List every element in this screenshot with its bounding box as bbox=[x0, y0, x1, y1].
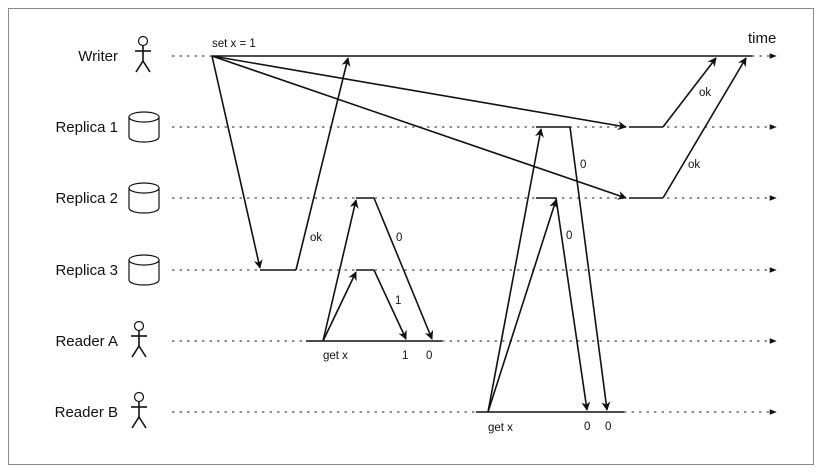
time-label: time bbox=[748, 30, 776, 47]
reader-b-op-label: get x bbox=[488, 422, 513, 434]
reader-a-op-label: get x bbox=[323, 350, 348, 362]
reader-a-request-replica-2 bbox=[322, 199, 359, 342]
ok-label-replica-1: ok bbox=[699, 87, 711, 99]
reader-a-result-1: 1 bbox=[402, 350, 408, 362]
replica-processing-bars bbox=[260, 126, 663, 271]
reader-a-result-0: 0 bbox=[426, 350, 432, 362]
database-icon bbox=[128, 254, 160, 286]
reader-b-replica-1-value: 0 bbox=[580, 159, 586, 171]
diagram-frame bbox=[8, 8, 814, 465]
annotations: set x = 1 ok ok ok get x 0 1 1 0 get x 0… bbox=[212, 38, 711, 434]
person-icon bbox=[131, 320, 147, 358]
database-icon bbox=[128, 182, 160, 214]
actor-label-reader-a: Reader A bbox=[55, 333, 118, 350]
write-to-replica-1 bbox=[211, 55, 627, 131]
ok-label-replica-3: ok bbox=[310, 232, 322, 244]
actor-label-reader-b: Reader B bbox=[55, 404, 118, 421]
actor-labels: Writer Replica 1 Replica 2 Replica 3 Rea… bbox=[55, 48, 118, 421]
reader-a-request-replica-3 bbox=[322, 271, 357, 342]
reader-a-response-replica-3 bbox=[373, 269, 407, 340]
database-icon bbox=[128, 111, 160, 143]
reader-b-messages bbox=[487, 126, 611, 413]
write-messages bbox=[211, 55, 627, 269]
actor-label-replica-2: Replica 2 bbox=[55, 190, 118, 207]
person-icon bbox=[131, 391, 147, 429]
reader-a-replica-2-value: 0 bbox=[396, 232, 402, 244]
reader-b-result-b: 0 bbox=[605, 421, 611, 433]
write-to-replica-3 bbox=[211, 55, 263, 269]
ack-from-replica-2 bbox=[662, 57, 747, 199]
ack-messages bbox=[295, 57, 747, 271]
reader-a-replica-3-value: 1 bbox=[395, 295, 401, 307]
reader-b-replica-2-value: 0 bbox=[566, 230, 572, 242]
ok-label-replica-2: ok bbox=[688, 159, 700, 171]
ack-from-replica-3 bbox=[295, 57, 351, 271]
person-icon bbox=[135, 35, 151, 73]
reader-b-request-replica-2 bbox=[487, 199, 558, 413]
reader-b-request-replica-1 bbox=[487, 128, 544, 413]
reader-a-response-replica-2 bbox=[373, 197, 434, 340]
actor-label-replica-1: Replica 1 bbox=[55, 119, 118, 136]
reader-b-result-a: 0 bbox=[584, 421, 590, 433]
actor-label-writer: Writer bbox=[78, 48, 118, 65]
ack-from-replica-1 bbox=[662, 57, 717, 128]
timelines bbox=[172, 53, 777, 415]
write-op-label: set x = 1 bbox=[212, 38, 256, 50]
reader-b-response-replica-1 bbox=[569, 126, 611, 411]
actor-label-replica-3: Replica 3 bbox=[55, 262, 118, 279]
reader-b-response-replica-2 bbox=[555, 197, 591, 411]
write-to-replica-2 bbox=[211, 55, 627, 200]
reader-a-messages bbox=[322, 197, 434, 342]
